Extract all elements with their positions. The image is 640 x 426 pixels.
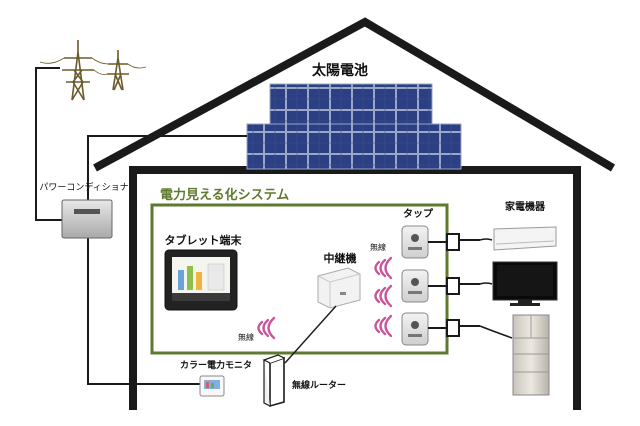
refrigerator-icon xyxy=(512,314,550,396)
power-monitor-label: カラー電力モニタ xyxy=(180,359,252,371)
relay-router-link xyxy=(284,305,337,364)
tablet-label: タブレット端末 xyxy=(165,233,243,247)
house-outline xyxy=(93,17,616,410)
tablet-icon xyxy=(164,249,238,311)
smart-tap-icon xyxy=(401,225,429,346)
plug-connector-icon xyxy=(428,233,480,337)
power-conditioner-label: パワーコンディショナ xyxy=(39,181,128,193)
solar-label: 太陽電池 xyxy=(312,62,368,79)
wireless-label-tablet: 無線 xyxy=(238,332,254,342)
relay-unit-icon xyxy=(317,267,361,309)
appliances-label: 家電機器 xyxy=(505,200,546,213)
wiring xyxy=(35,67,247,385)
wireless-label-relay: 無線 xyxy=(370,242,386,252)
wireless-wave-icon xyxy=(257,256,393,340)
power-conditioner-icon xyxy=(61,199,113,239)
wireless-router-label: 無線ルーター xyxy=(292,379,346,391)
relay-label: 中継機 xyxy=(324,251,357,265)
tap-label: タップ xyxy=(403,207,434,220)
air-conditioner-icon xyxy=(493,226,557,251)
appliance-cords xyxy=(479,238,513,339)
wireless-router-icon xyxy=(262,354,285,408)
system-title: 電力見える化システム xyxy=(160,187,289,203)
tv-icon xyxy=(492,261,558,306)
solar-panel-array xyxy=(246,83,462,170)
power-monitor-icon xyxy=(199,375,225,397)
power-tower-icon xyxy=(39,40,147,101)
